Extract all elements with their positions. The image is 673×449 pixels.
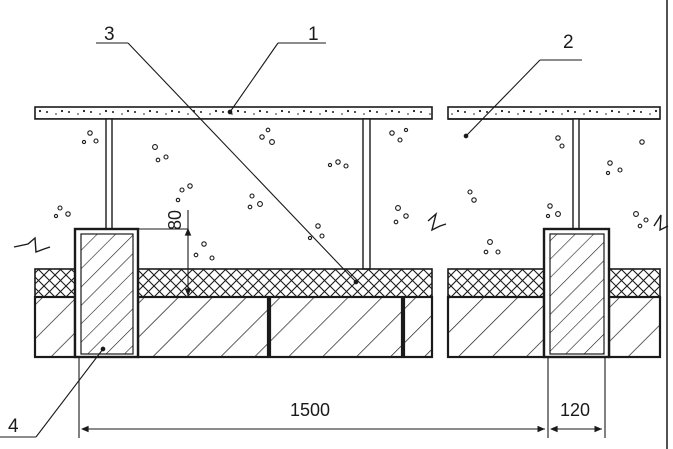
aggregate-pebbles: [53, 127, 649, 261]
slab-panel: [136, 295, 270, 359]
concrete-joint: [572, 118, 580, 230]
slab-panel: [268, 295, 404, 359]
break-line: [653, 214, 669, 232]
break-line: [427, 212, 447, 232]
dimension-80: [138, 210, 192, 296]
slab-panel: [402, 295, 434, 359]
finish-layer: [34, 106, 433, 120]
callout-label-3: 3: [104, 24, 115, 45]
beam-core: [549, 233, 605, 355]
concrete-joint: [105, 118, 113, 230]
slab-panel: [446, 295, 546, 359]
callout-label-2: 2: [563, 32, 574, 53]
beam-core: [80, 233, 134, 355]
left-floor-segment: [13, 106, 434, 359]
slab-panel: [33, 295, 77, 359]
callout-label-1: 1: [308, 24, 319, 45]
concrete-joint: [362, 118, 371, 270]
finish-layer: [447, 106, 661, 120]
dimension-label-80: 80: [165, 210, 185, 230]
right-floor-segment: [446, 106, 669, 359]
slab-panel: [607, 295, 662, 359]
dimension-label-1500: 1500: [290, 400, 330, 420]
break-line: [13, 236, 51, 253]
callout-leaders: [0, 42, 582, 438]
callout-label-4: 4: [8, 416, 19, 437]
dimension-label-120: 120: [560, 400, 590, 420]
dimension-line-bottom: [78, 358, 606, 438]
